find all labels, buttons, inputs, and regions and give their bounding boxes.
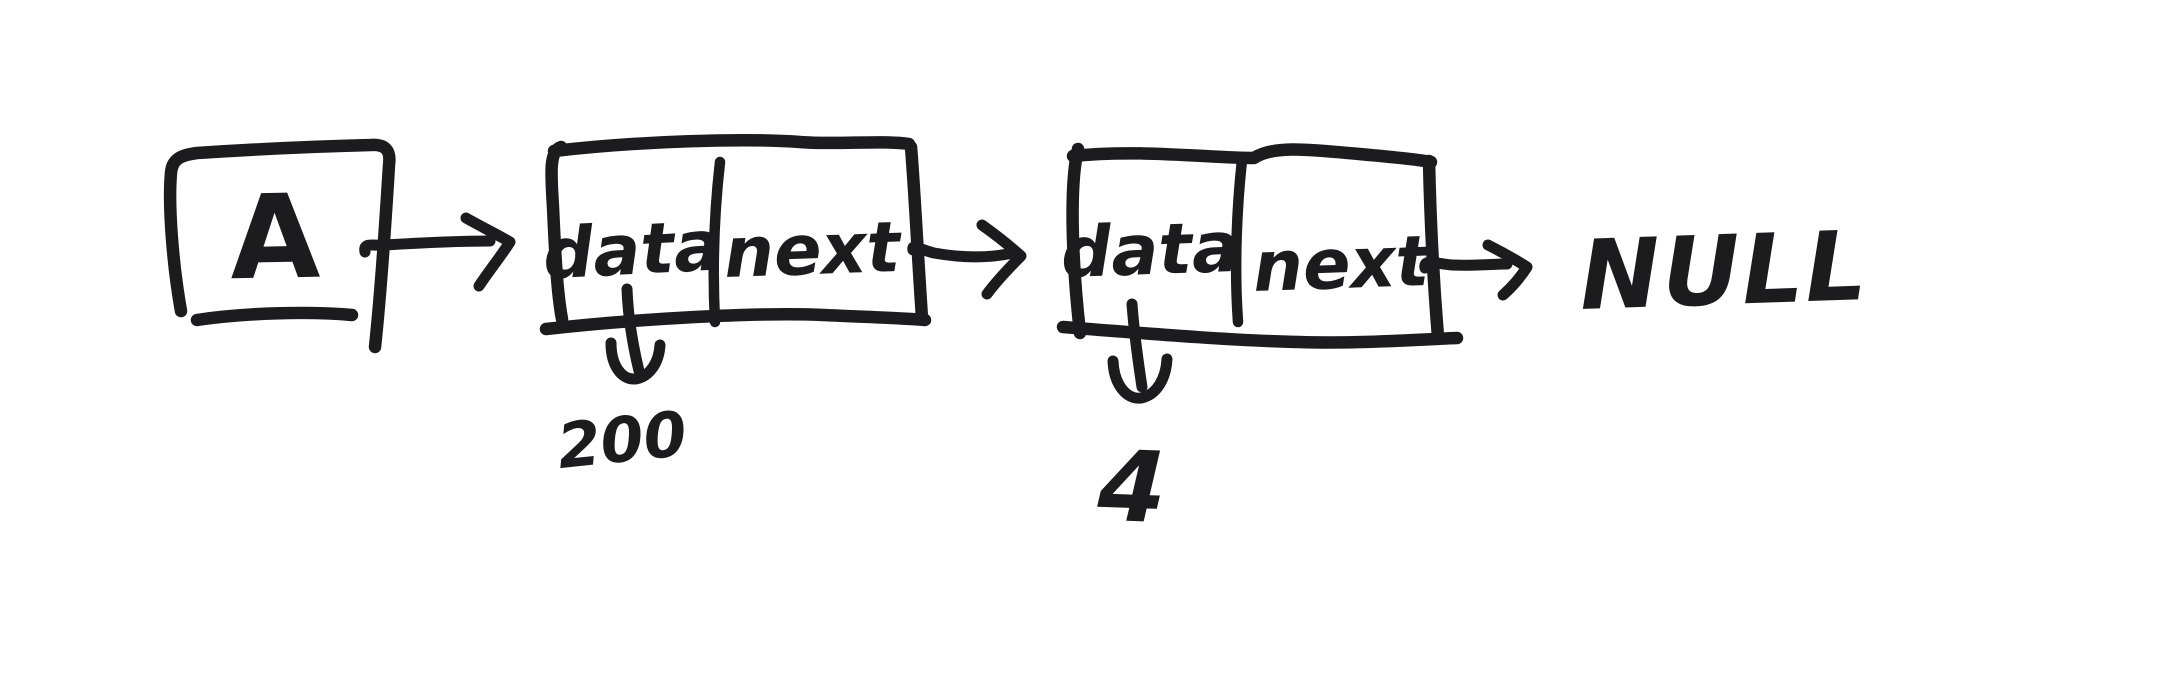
node1-cell-divider <box>708 156 726 328</box>
head-box <box>163 138 396 354</box>
node1-next-arrow <box>907 219 1027 300</box>
node2-value-arrow-shaft <box>1126 298 1148 393</box>
head-box-outline <box>163 138 396 354</box>
node1-value-arrow <box>605 283 666 385</box>
node2-box <box>1056 142 1464 349</box>
node2-next-arrow-head <box>1482 239 1533 301</box>
null-terminator-label: NULL <box>1577 209 1871 333</box>
node2-next-arrow-shaft <box>1419 256 1513 274</box>
head-next-arrow <box>359 212 516 292</box>
node1-top-edge <box>547 134 916 158</box>
node1-data-label: data <box>540 204 724 296</box>
node1-bottom-edge <box>539 308 932 336</box>
head-next-arrow-shaft <box>359 235 496 258</box>
node1-next-arrow-shaft <box>907 241 1014 263</box>
node1-next-label: next <box>722 205 902 295</box>
head-box-underline <box>190 306 359 327</box>
node2-cell-divider <box>1230 154 1248 328</box>
head-next-arrow-head <box>460 212 516 292</box>
node1-right-edge <box>904 140 929 325</box>
node2-value-arrow <box>1107 298 1173 404</box>
node1-box <box>539 134 932 336</box>
node1-next-arrow-head <box>976 219 1027 300</box>
node2-right-edge <box>1422 154 1445 344</box>
node2-data-label: data <box>1059 205 1241 295</box>
node2-top-edge <box>1066 143 1438 169</box>
node2-next-label: next <box>1251 219 1431 309</box>
node2-left-edge <box>1066 142 1087 340</box>
node2-next-arrow <box>1419 239 1533 301</box>
node1-value-arrow-shaft <box>621 283 645 377</box>
node1-value-label: 200 <box>553 396 691 484</box>
node1-value-arrow-head <box>605 337 666 385</box>
node2-value-label: 4 <box>1095 429 1169 547</box>
head-label: A <box>228 169 322 307</box>
node2-bottom-edge <box>1056 320 1464 349</box>
node2-value-arrow-head <box>1107 353 1173 404</box>
